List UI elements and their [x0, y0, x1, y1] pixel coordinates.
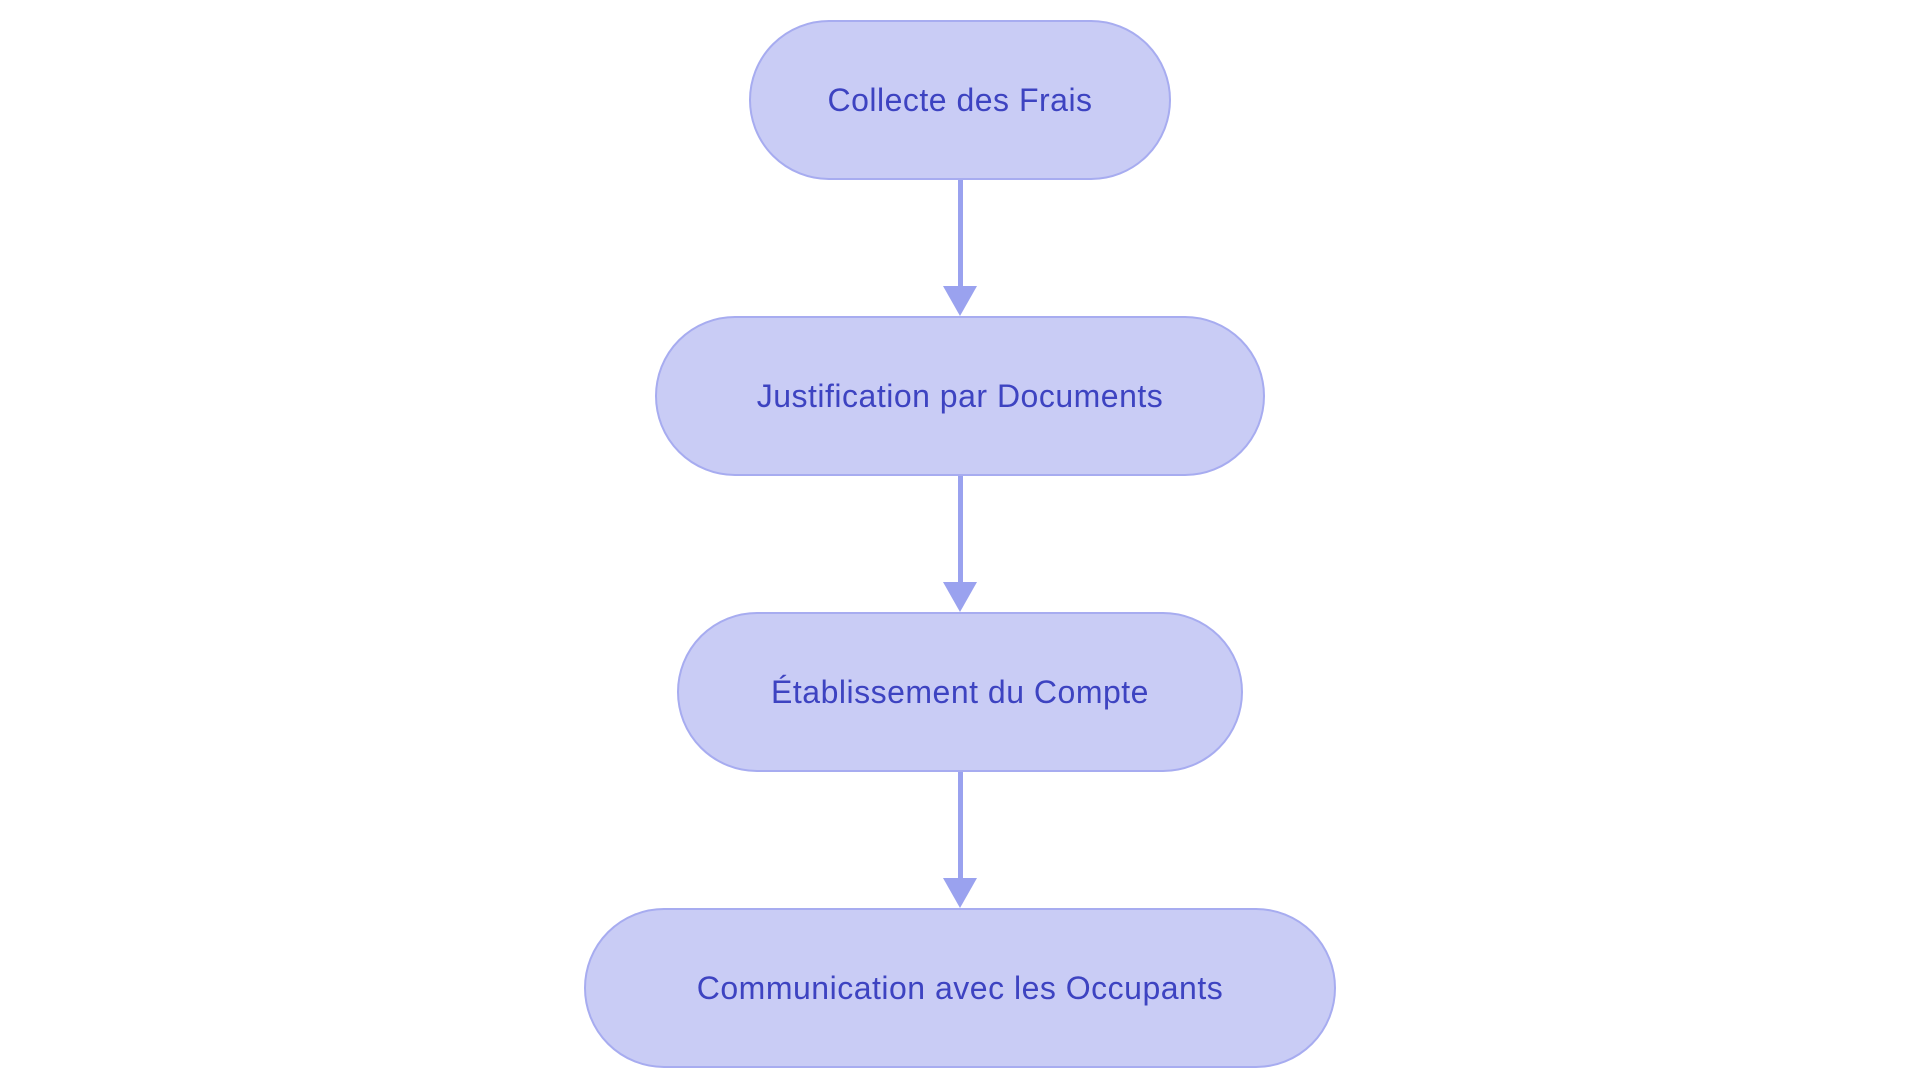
arrow-head [943, 286, 977, 316]
arrow-shaft [957, 180, 963, 286]
arrow-down-icon [943, 180, 977, 316]
flow-node-collecte-des-frais: Collecte des Frais [749, 20, 1171, 180]
arrow-head [943, 582, 977, 612]
node-label: Établissement du Compte [771, 673, 1149, 710]
node-label: Communication avec les Occupants [696, 969, 1224, 1006]
arrow-shaft [957, 476, 963, 582]
node-label: Collecte des Frais [827, 81, 1093, 118]
arrow-down-icon [943, 476, 977, 612]
arrow-head [943, 878, 977, 908]
flow-node-etablissement-du-compte: Établissement du Compte [677, 612, 1243, 772]
flow-node-communication-avec-les-occupants: Communication avec les Occupants [584, 908, 1336, 1068]
flow-node-justification-par-documents: Justification par Documents [655, 316, 1265, 476]
arrow-down-icon [943, 772, 977, 908]
node-label: Justification par Documents [756, 377, 1164, 414]
arrow-shaft [957, 772, 963, 878]
